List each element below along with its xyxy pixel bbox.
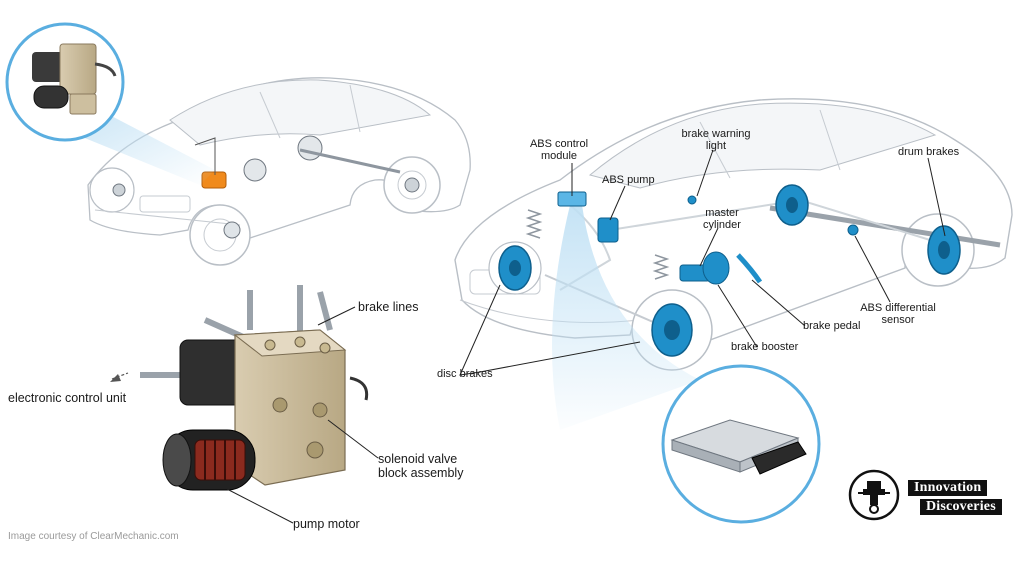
label-abs-control-module: ABS control module bbox=[527, 138, 591, 162]
label-brake-warning-line2: light bbox=[705, 140, 727, 152]
label-abs-pump: ABS pump bbox=[602, 174, 655, 186]
label-solenoid-valve: solenoid valve block assembly bbox=[378, 452, 463, 480]
image-credit: Image courtesy of ClearMechanic.com bbox=[8, 531, 179, 542]
label-brake-lines: brake lines bbox=[358, 300, 419, 314]
callout-beam-small bbox=[65, 110, 215, 185]
label-abs-diff-line1: ABS differential bbox=[860, 302, 936, 314]
label-pump-motor: pump motor bbox=[293, 517, 360, 531]
brand-name-line2: Discoveries bbox=[920, 499, 1002, 515]
leader-lines bbox=[224, 149, 946, 524]
label-abs-control-line2: module bbox=[540, 150, 578, 162]
brand-emblem-icon bbox=[848, 469, 900, 521]
label-abs-diff-line2: sensor bbox=[881, 314, 915, 326]
abs-unit-closeup bbox=[140, 285, 369, 491]
label-drum-brakes: drum brakes bbox=[898, 146, 960, 158]
ecu-callout bbox=[661, 364, 821, 524]
small-car-illustration bbox=[87, 77, 471, 266]
label-abs-differential-sensor: ABS differential sensor bbox=[850, 302, 946, 326]
callout-beam-large bbox=[552, 205, 700, 430]
label-solenoid-line2: block assembly bbox=[378, 466, 464, 480]
brake-components bbox=[498, 184, 961, 357]
label-brake-warning-light: brake warning light bbox=[674, 128, 758, 152]
label-electronic-control-unit: electronic control unit bbox=[8, 391, 127, 405]
brand-name-line1: Innovation bbox=[908, 480, 988, 496]
label-brake-booster: brake booster bbox=[731, 341, 799, 353]
abs-unit-callout bbox=[5, 22, 125, 142]
label-master-line2: cylinder bbox=[703, 219, 741, 231]
ecu-arrow bbox=[110, 372, 129, 382]
brand-logo: Innovation Discoveries bbox=[848, 469, 1018, 521]
label-master-cylinder: master cylinder bbox=[696, 207, 748, 231]
label-brake-pedal: brake pedal bbox=[803, 320, 861, 332]
label-solenoid-line1: solenoid valve bbox=[378, 452, 458, 466]
label-master-line1: master bbox=[705, 207, 739, 219]
label-abs-control-line1: ABS control bbox=[529, 138, 589, 150]
label-brake-warning-line1: brake warning bbox=[681, 128, 751, 140]
label-disc-brakes: disc brakes bbox=[437, 368, 493, 380]
